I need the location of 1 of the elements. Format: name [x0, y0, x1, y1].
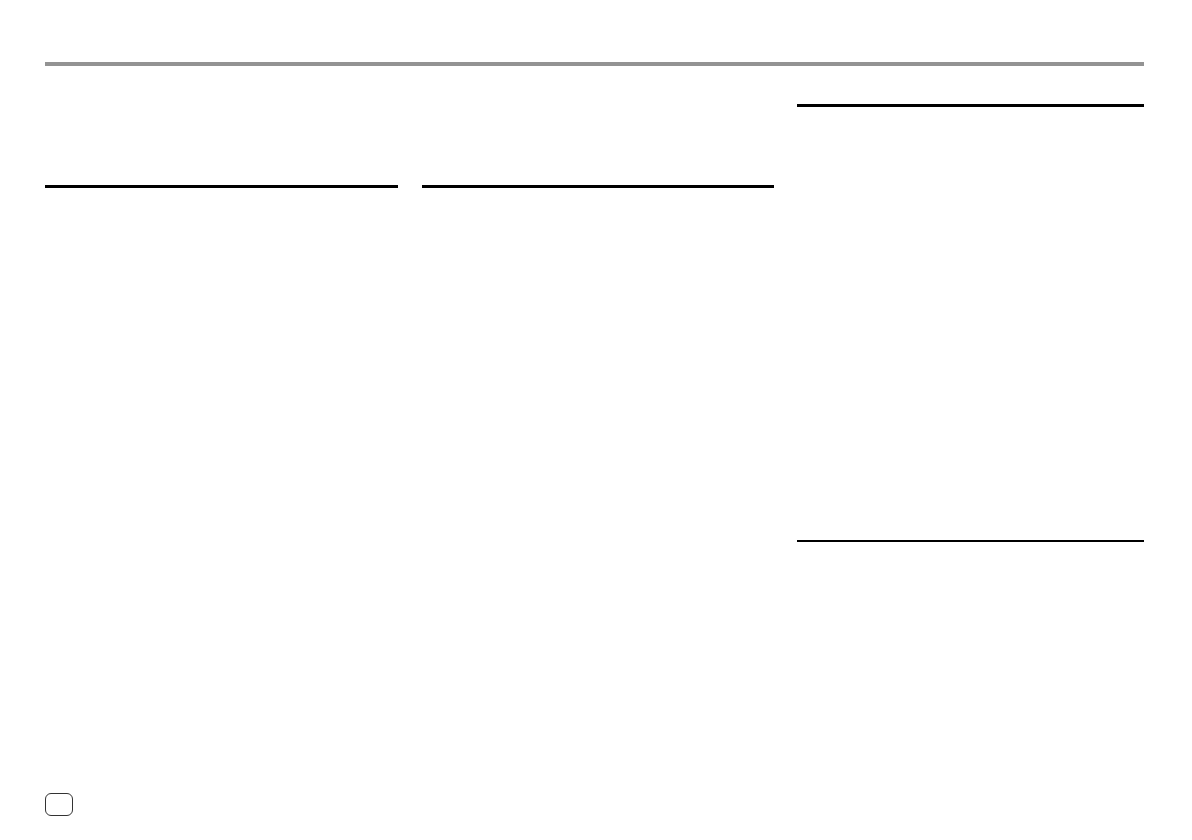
- page-number-box: [45, 793, 73, 816]
